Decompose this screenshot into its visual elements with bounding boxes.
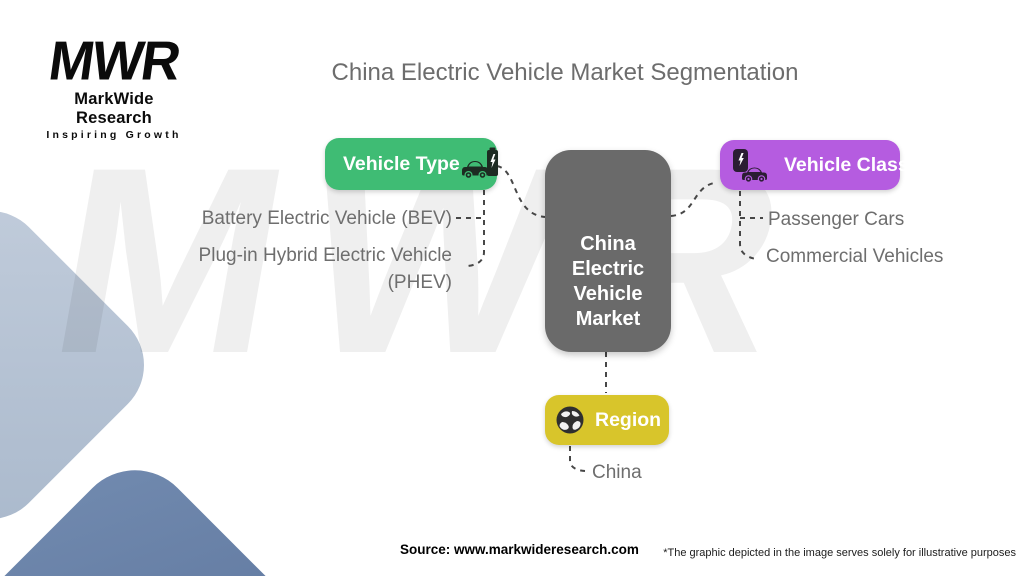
center-node-label: China Electric Vehicle Market [571, 233, 645, 330]
connector-vehicle-type-branch-line [467, 190, 485, 267]
item-battery-electric-vehicle: Battery Electric Vehicle (BEV) [201, 208, 452, 229]
node-vehicle-type-label: Vehicle Type [343, 152, 460, 175]
item-china: China [592, 462, 642, 483]
logo-company-name: MarkWide Research [74, 90, 154, 127]
node-region-label: Region [595, 408, 662, 431]
page-title: China Electric Vehicle Market Segmentati… [331, 59, 799, 86]
connector-center-to-vehicle-class [670, 182, 715, 217]
disclaimer-text: *The graphic depicted in the image serve… [663, 547, 1016, 559]
center-node-china-ev-market: China Electric Vehicle Market [545, 150, 671, 352]
markwide-research-logo: MWR MarkWide Research Inspiring Growth [34, 30, 194, 141]
node-vehicle-type: Vehicle Type [325, 138, 500, 190]
connector-region-to-china [569, 446, 586, 472]
item-commercial-vehicles: Commercial Vehicles [766, 246, 944, 267]
node-vehicle-class: Vehicle Class [720, 140, 909, 190]
ev-charging-station-car-icon [730, 147, 772, 183]
node-vehicle-class-label: Vehicle Class [784, 153, 909, 176]
connector-vehicle-type-to-center [496, 165, 546, 218]
ev-car-with-charger-icon [460, 147, 500, 181]
item-passenger-cars: Passenger Cars [768, 209, 905, 230]
source-text: Source: www.markwideresearch.com [400, 542, 639, 557]
connector-vehicle-class-branch-line [739, 191, 757, 260]
item-plugin-hybrid-electric-vehicle: Plug-in Hybrid Electric Vehicle (PHEV) [198, 245, 452, 293]
logo-tagline: Inspiring Growth [46, 129, 182, 141]
globe-icon [555, 405, 585, 435]
node-region: Region [545, 395, 669, 445]
